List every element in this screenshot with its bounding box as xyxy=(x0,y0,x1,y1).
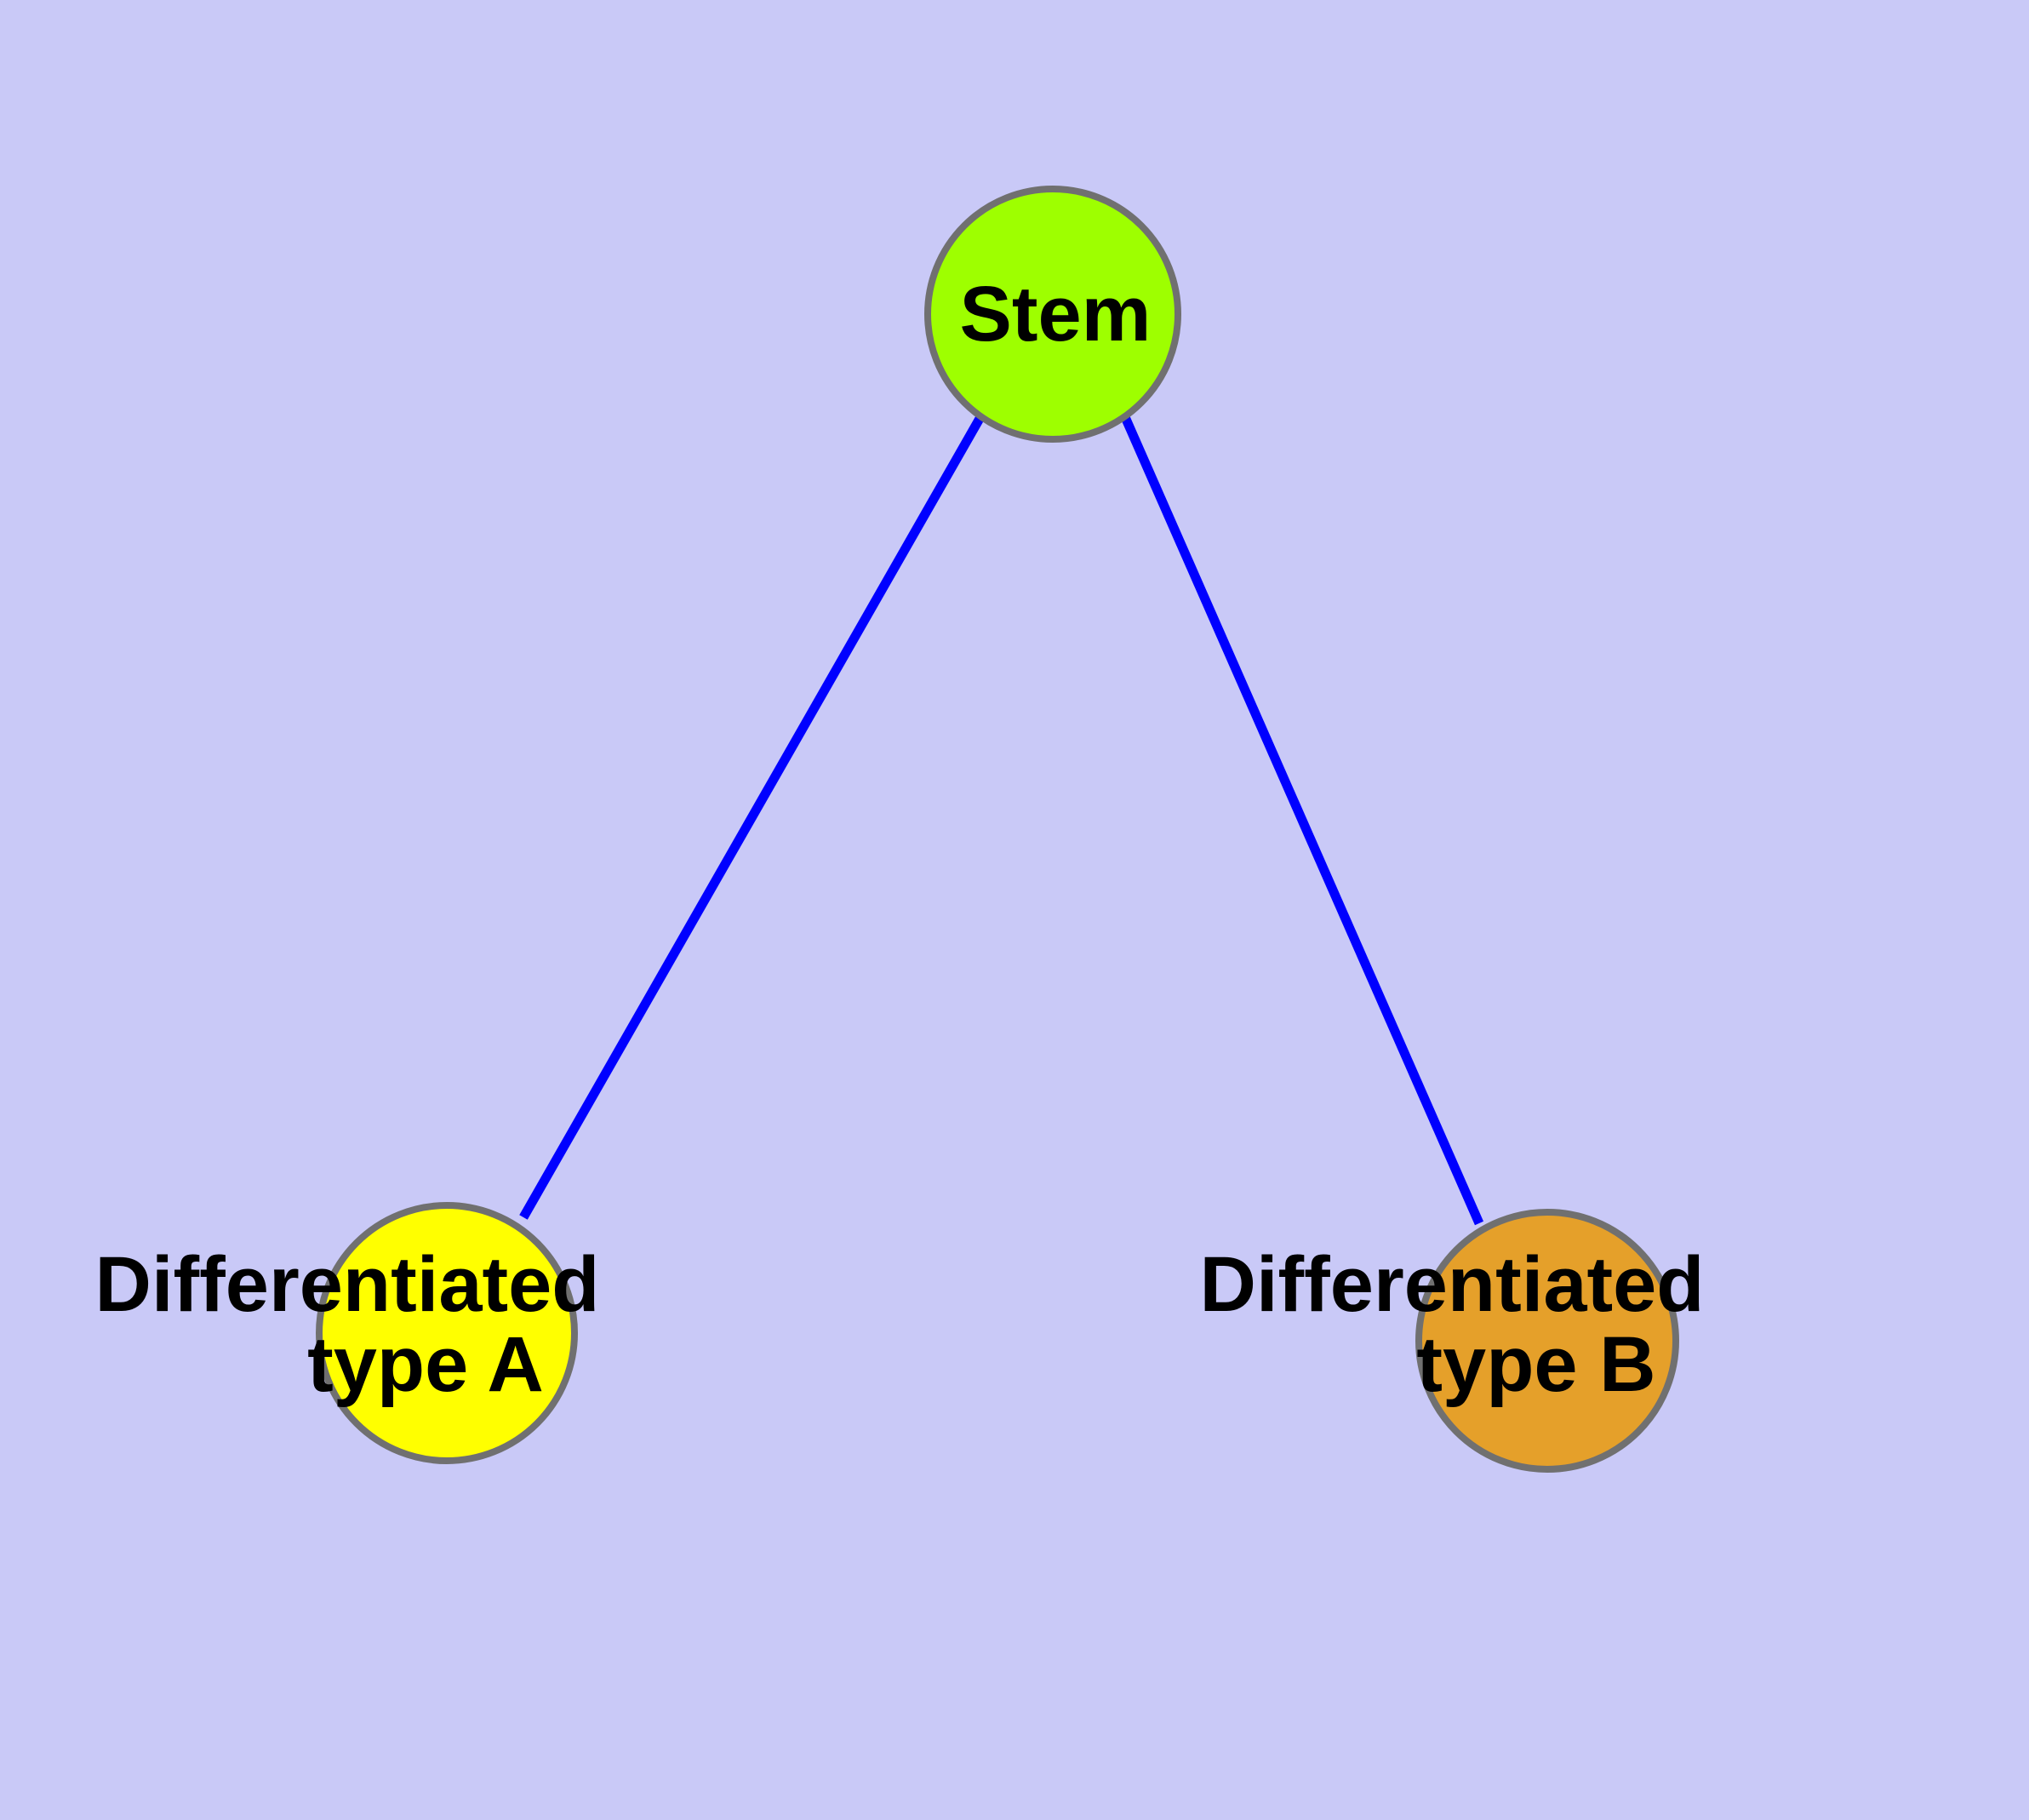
node-diff-b-label-line1: Differentiated xyxy=(1200,1241,1705,1328)
edge-stem-to-diff-b[interactable] xyxy=(1120,415,1484,1226)
node-diff-a-label-line2: type A xyxy=(307,1321,544,1408)
node-stem-label: Stem xyxy=(960,271,1152,358)
label-layer: Stem Differentiated type A Differentiate… xyxy=(95,271,1705,1408)
edge-stem-to-diff-a[interactable] xyxy=(519,415,985,1220)
node-diff-a-circle[interactable] xyxy=(316,1202,578,1464)
node-diff-a-label-line1: Differentiated xyxy=(95,1241,600,1328)
node-layer xyxy=(316,186,1679,1473)
node-diff-b-circle[interactable] xyxy=(1415,1209,1679,1473)
node-stem-circle[interactable] xyxy=(924,186,1181,443)
node-diff-b-label-line2: type B xyxy=(1416,1321,1655,1408)
edge-layer xyxy=(519,415,1484,1226)
